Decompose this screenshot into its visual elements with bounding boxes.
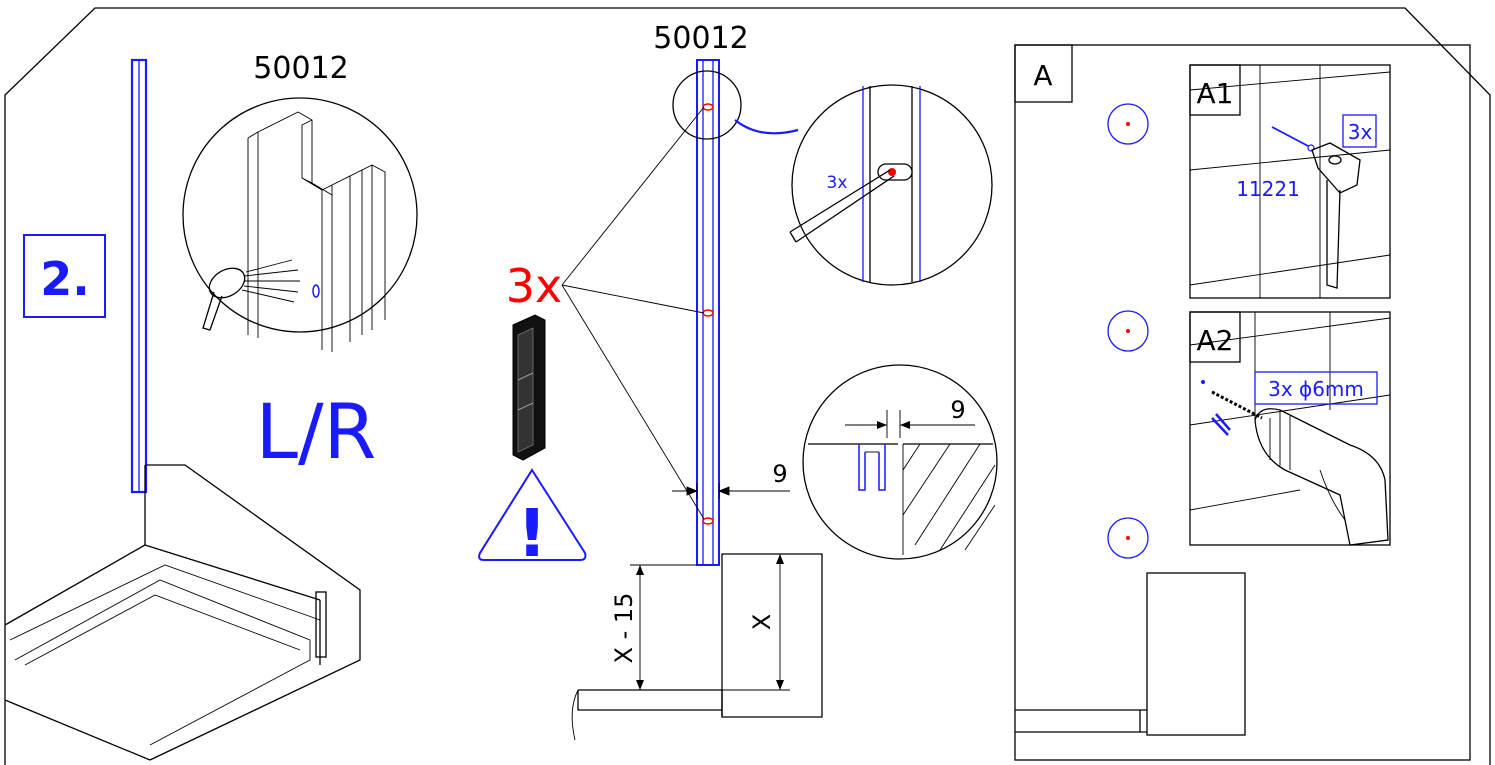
hole-marker-bottom bbox=[702, 517, 714, 525]
shower-tray-scene bbox=[4, 58, 361, 761]
inset-a2-label: A2 bbox=[1197, 324, 1234, 357]
page-frame bbox=[4, 7, 1491, 765]
warning-sign: ! bbox=[478, 468, 587, 572]
gap-dimension-detail: 9 bbox=[950, 396, 965, 424]
panel-a: A bbox=[1014, 44, 1471, 761]
hole-count-label: 3x bbox=[506, 259, 563, 313]
gasket-component bbox=[512, 314, 546, 461]
gap-dimension-main: 9 bbox=[772, 460, 787, 488]
hole-zoom-detail: 3x bbox=[789, 84, 993, 286]
warning-symbol: ! bbox=[517, 495, 547, 572]
step-badge: 2. bbox=[40, 252, 89, 306]
hole-marker-top bbox=[702, 103, 714, 111]
inset-a2-drill-spec: 3x ϕ6mm bbox=[1268, 377, 1364, 401]
zoom-connector bbox=[734, 119, 799, 135]
gap-detail-circle bbox=[802, 364, 998, 560]
hole-targets bbox=[1107, 103, 1149, 559]
part-number-detail: 50012 bbox=[253, 51, 348, 86]
orientation-label: L/R bbox=[256, 387, 377, 476]
profile-cleaning-detail bbox=[182, 97, 418, 352]
hole-marker-middle bbox=[702, 309, 714, 317]
inset-a1: A1 3x 11221 bbox=[1189, 64, 1391, 299]
height-dimension-wall: X bbox=[748, 614, 776, 630]
height-dimension-profile: X - 15 bbox=[610, 593, 638, 664]
panel-a-label: A bbox=[1033, 59, 1052, 92]
step-badge-box bbox=[23, 234, 106, 318]
u-channel-profile bbox=[858, 444, 886, 491]
inset-a2: A2 3x ϕ6mm bbox=[1189, 311, 1391, 546]
inset-a1-quantity: 3x bbox=[1348, 120, 1373, 144]
gap-dimension-main-group bbox=[672, 483, 790, 499]
inset-a1-label: A1 bbox=[1197, 77, 1234, 110]
part-number-main: 50012 bbox=[653, 21, 748, 56]
hole-leader-lines bbox=[561, 106, 705, 520]
inset-a1-part-number: 11221 bbox=[1236, 177, 1300, 201]
floor-section bbox=[571, 553, 823, 741]
zoom-hole-count: 3x bbox=[827, 173, 848, 193]
